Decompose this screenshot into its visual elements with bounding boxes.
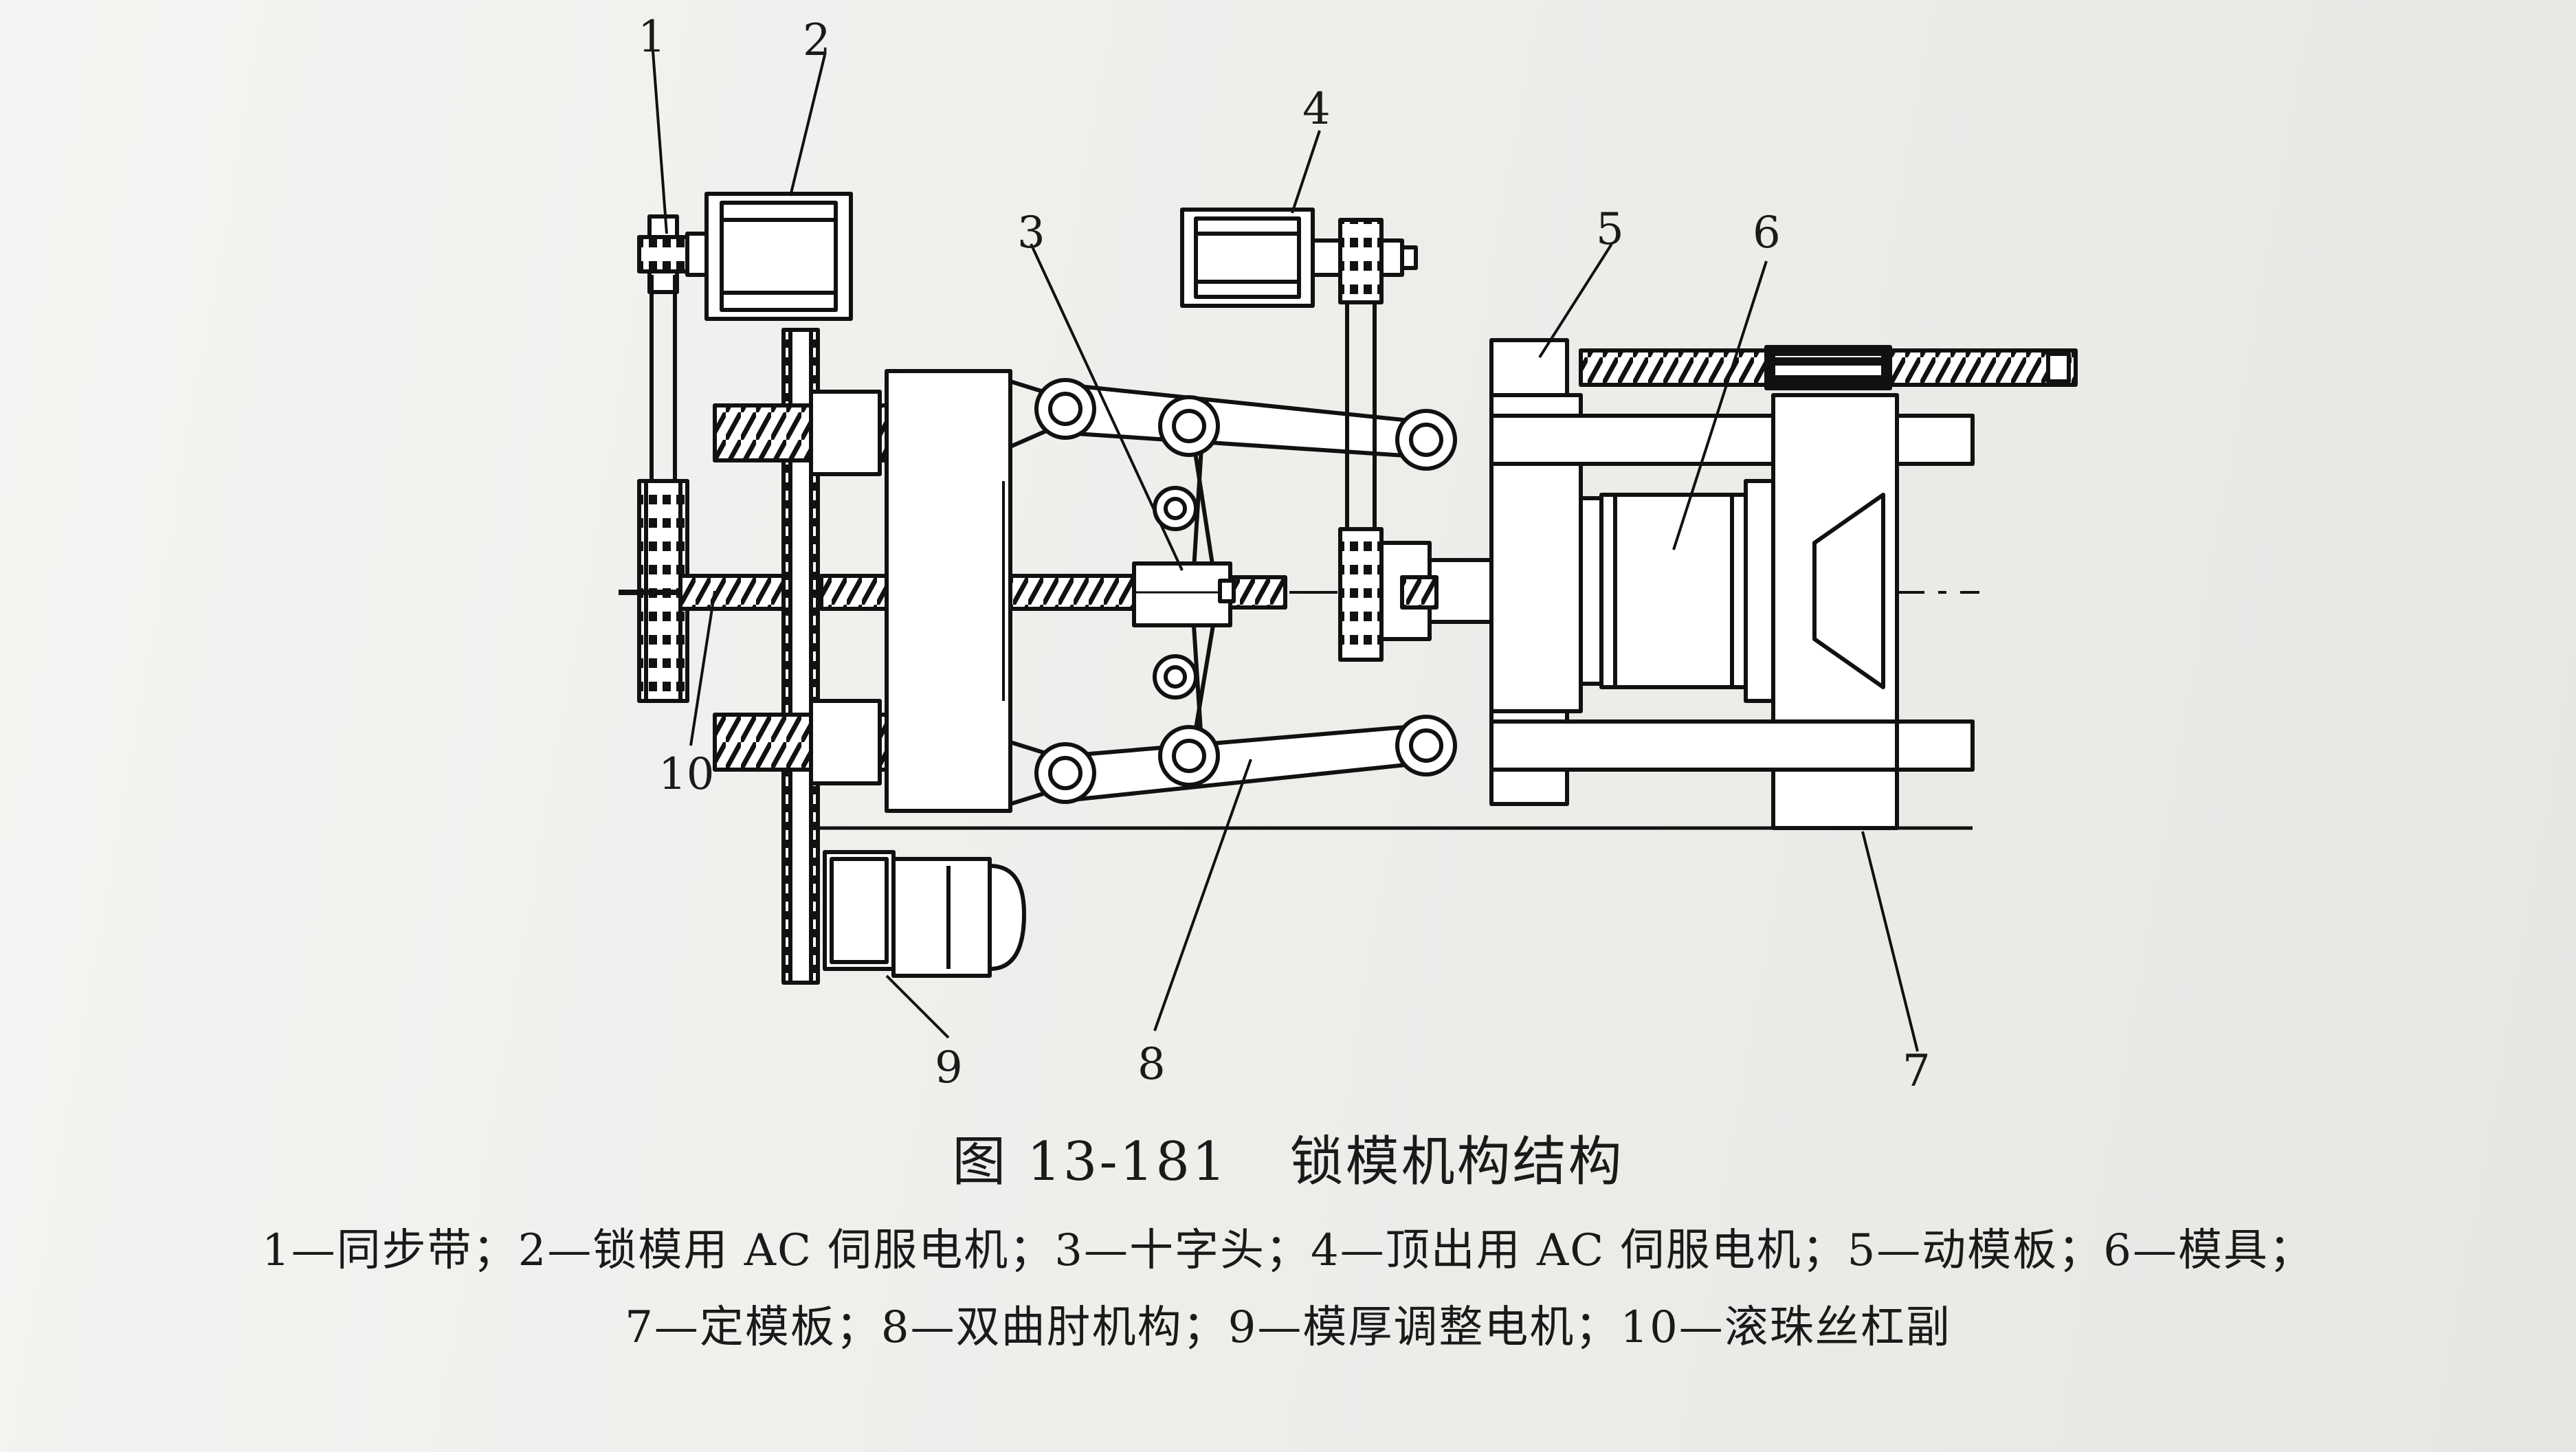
label-9: 9 (935, 1042, 963, 1093)
label-3: 3 (1017, 208, 1045, 258)
legend-line-2: 7—定模板；8—双曲肘机构；9—模厚调整电机；10—滚珠丝杠副 (625, 1302, 1951, 1353)
label-1: 1 (638, 12, 666, 63)
label-6: 6 (1753, 208, 1781, 258)
fixed-platen (1771, 393, 1975, 830)
label-7: 7 (1902, 1046, 1931, 1097)
label-2: 2 (803, 15, 831, 66)
ejector-belt (1338, 218, 1418, 662)
figure-title: 锁模机构结构 (1289, 1131, 1624, 1193)
label-8: 8 (1137, 1039, 1166, 1090)
figure-caption: 图 13-181 锁模机构结构 (0, 1119, 2576, 1196)
toggle-pins (1034, 378, 1457, 804)
label-10: 10 (658, 749, 714, 800)
ejector-drive-shaft (1379, 541, 1500, 641)
timing-belt (637, 214, 689, 703)
ejector-servo-motor (1180, 208, 1342, 308)
rear-platen (885, 369, 1012, 813)
label-4: 4 (1302, 84, 1331, 135)
figure-number: 图 13-181 (952, 1131, 1228, 1193)
clamp-servo-motor (685, 192, 853, 321)
injection-screw (1579, 345, 2078, 390)
legend-line-1: 1—同步带；2—锁模用 AC 伺服电机；3—十字头；4—顶出用 AC 伺服电机；… (261, 1225, 2315, 1276)
mold-thickness-motor (823, 850, 1026, 978)
ball-screw-pair (619, 574, 1287, 611)
label-5: 5 (1596, 204, 1624, 255)
clamping-mechanism-diagram: 1 2 3 4 5 6 7 8 9 10 (619, 12, 2078, 1097)
crosshead (1132, 561, 1236, 627)
